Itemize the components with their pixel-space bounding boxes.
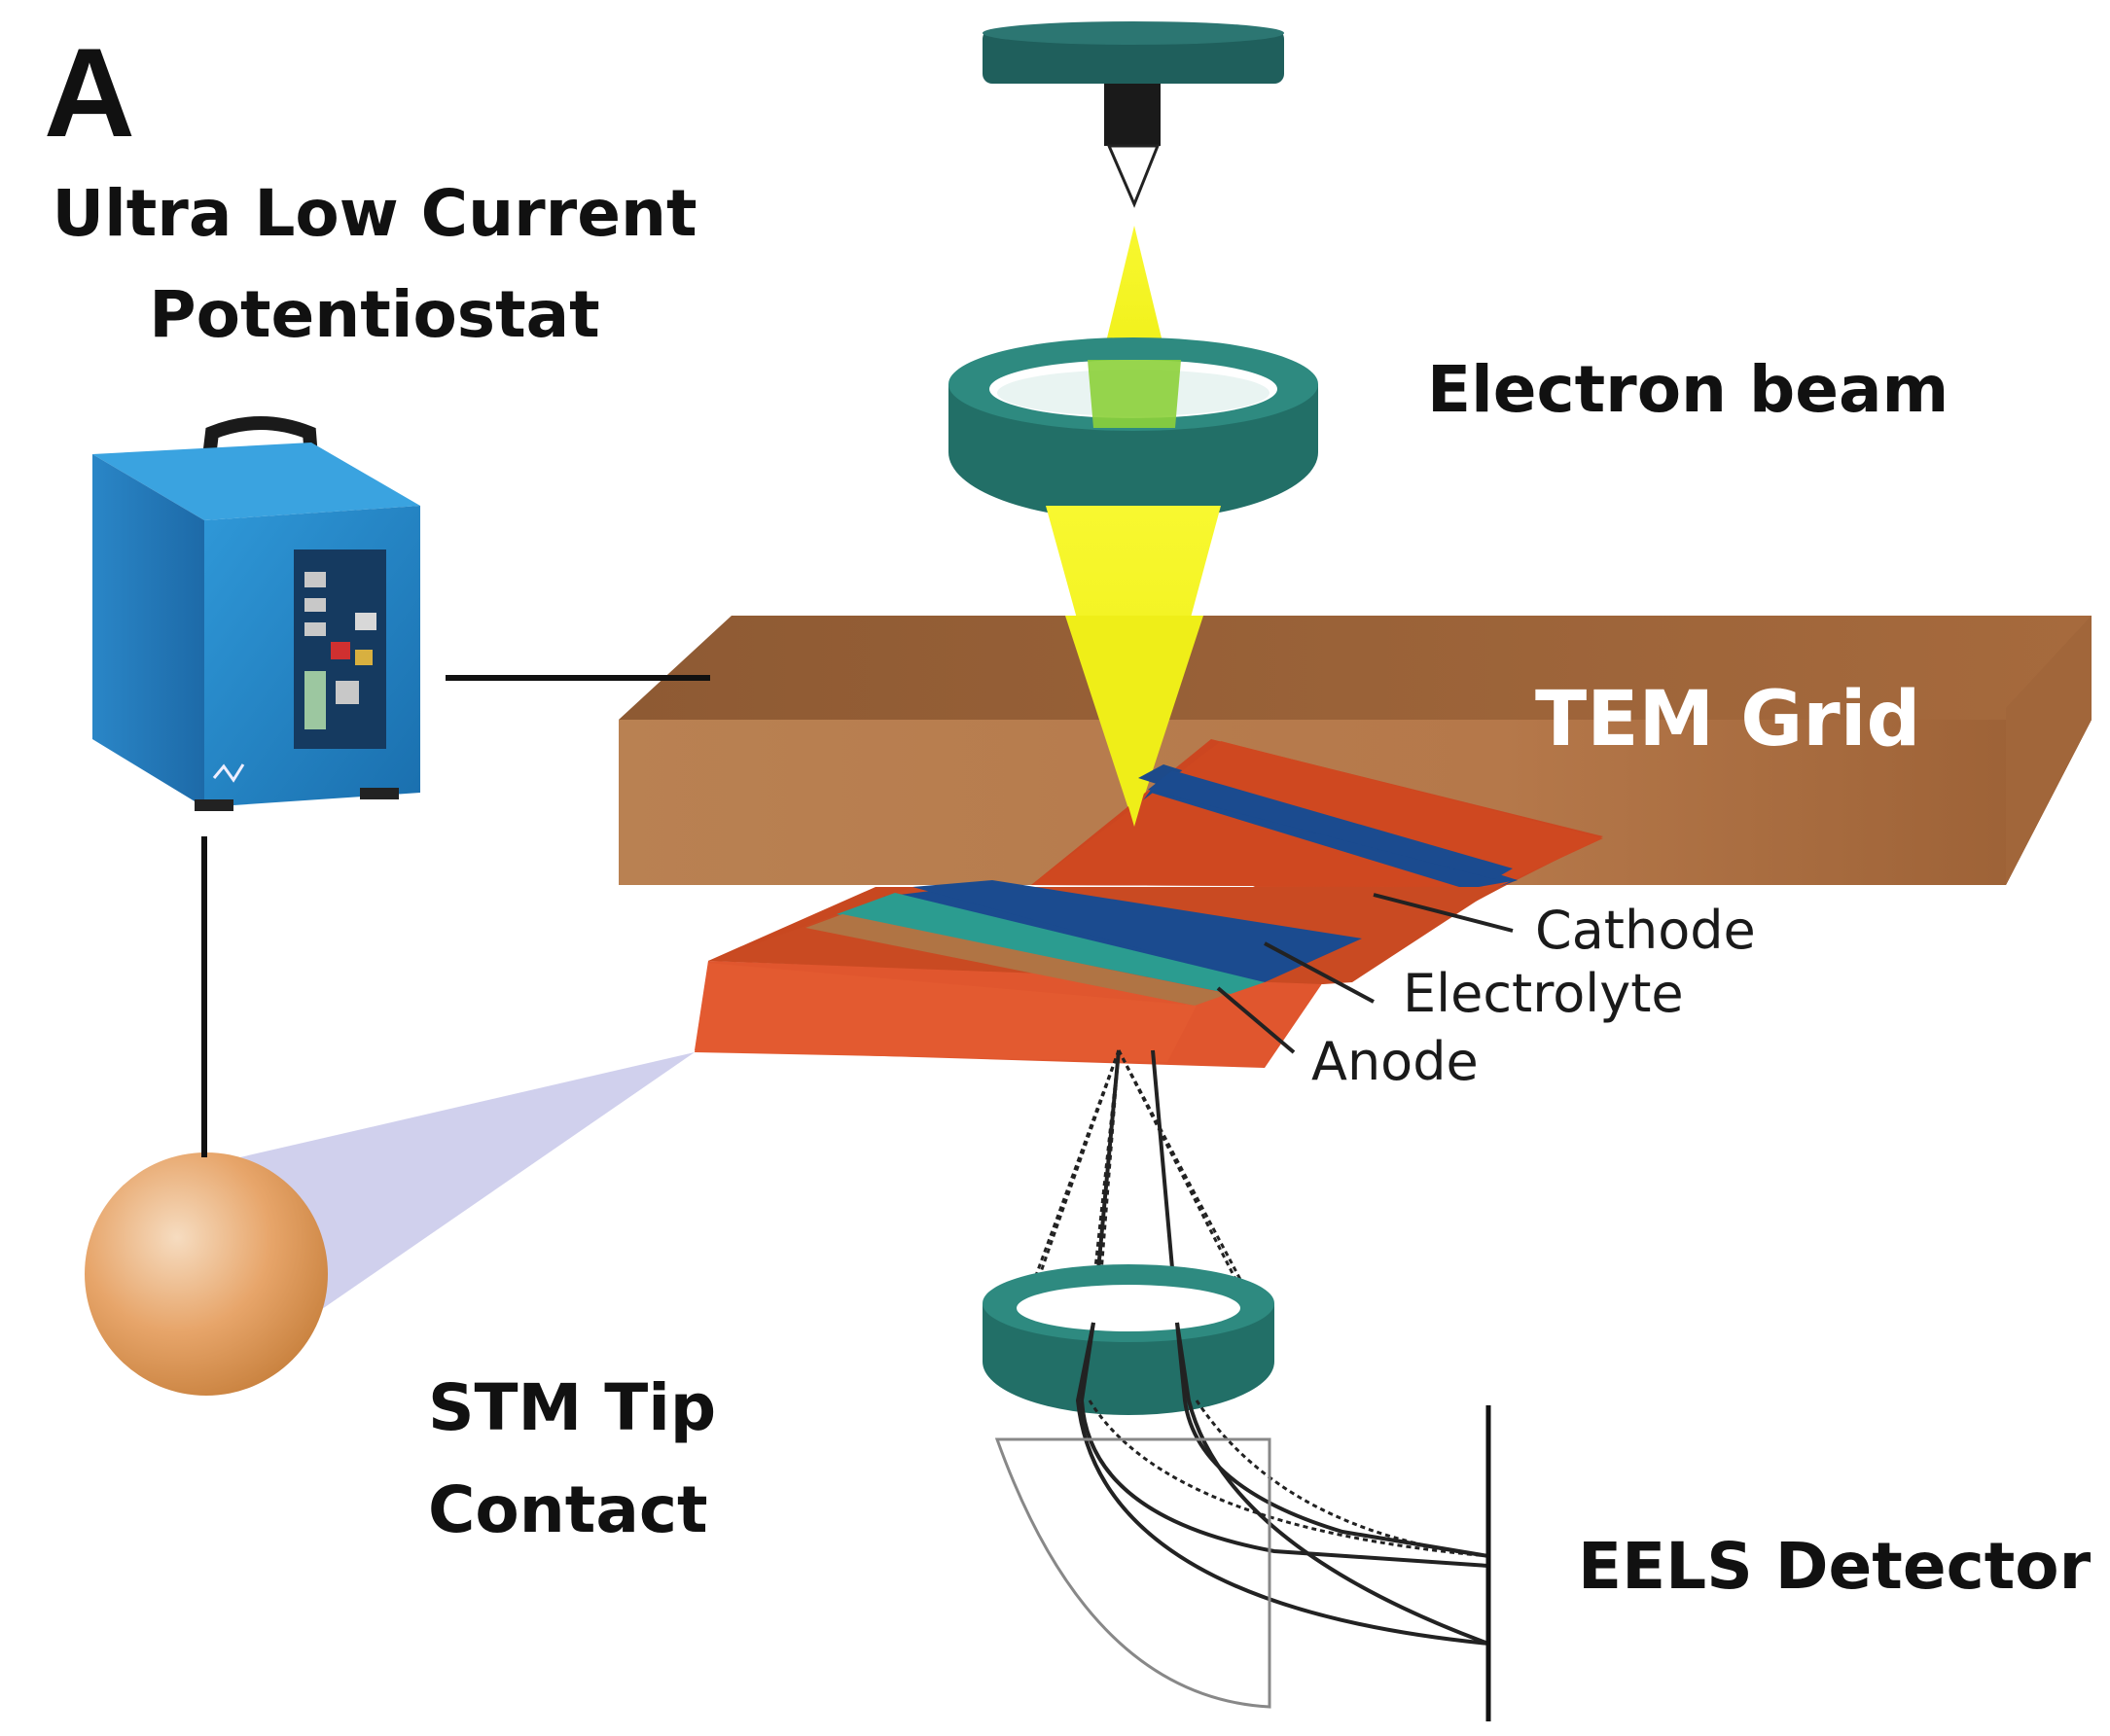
eels-detector-label: EELS Detector [1578,1529,2092,1604]
stm-tip-ball-icon [85,1152,328,1396]
potentiostat-label-line-2: Potentiostat [149,277,600,352]
panel-letter: A [44,21,135,163]
tem-grid-label: TEM Grid [1535,676,1921,763]
stm-tip-label: STM Tip Contact [428,1357,716,1561]
stm-tip-label-line-2: Contact [428,1472,708,1547]
potentiostat-device-icon [92,416,420,811]
stm-tip-label-line-1: STM Tip [428,1370,717,1445]
electrolyte-label: Electrolyte [1403,963,1684,1024]
magnetic-prism-outline [994,1437,1271,1709]
electron-beam-label: Electron beam [1427,352,1949,427]
stm-tip-cone [219,1052,695,1357]
potentiostat-label: Ultra Low Current Potentiostat [39,163,710,366]
projector-lens-icon [983,1264,1274,1415]
potentiostat-label-line-1: Ultra Low Current [52,176,697,251]
electrolyte-leader-line [1264,941,1375,1004]
cathode-leader-line [1373,893,1514,933]
anode-label: Anode [1311,1031,1479,1092]
cathode-label: Cathode [1535,900,1756,961]
dispersed-rays [1075,1322,1489,1646]
layer-bands [695,741,1603,1062]
anode-leader-line [1216,986,1296,1054]
electron-gun-icon [983,21,1284,208]
